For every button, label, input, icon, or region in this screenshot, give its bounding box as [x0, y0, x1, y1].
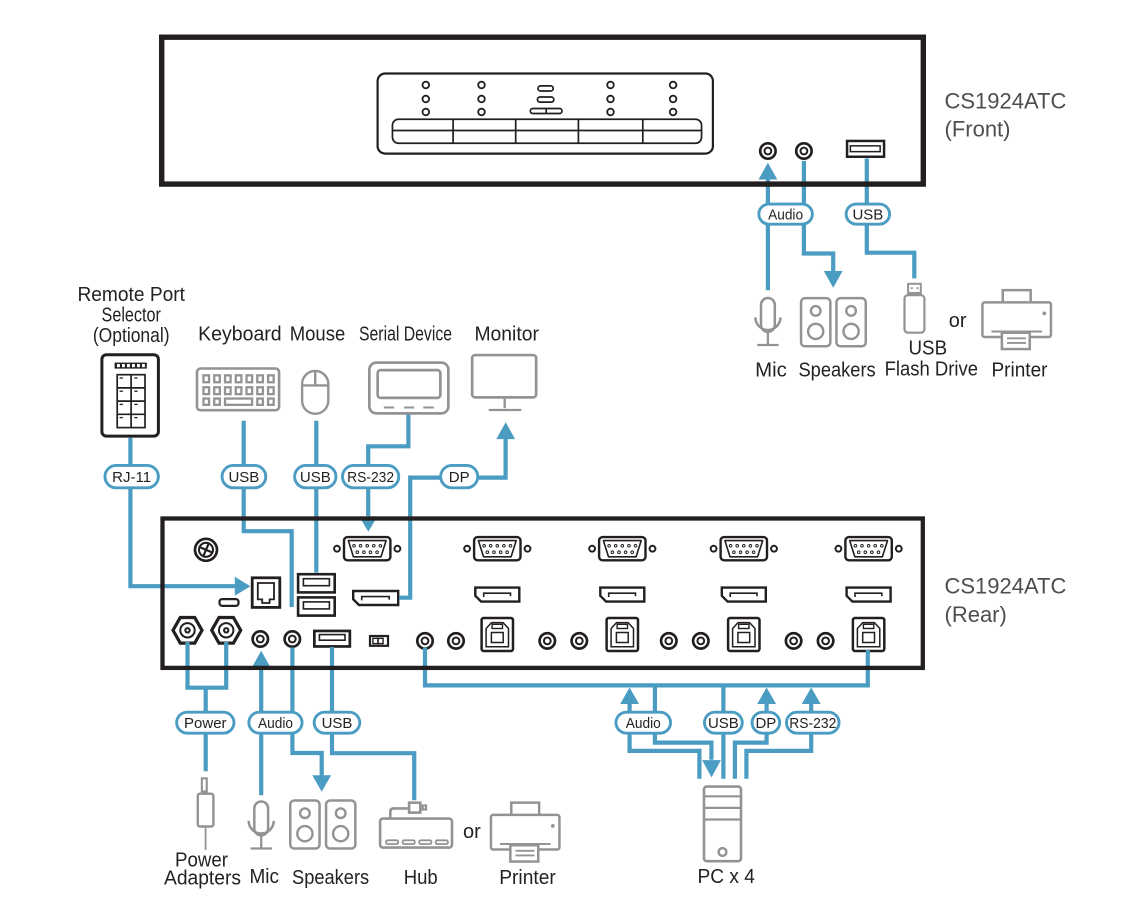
svg-text:(Front): (Front): [945, 117, 1011, 142]
svg-text:Serial Device: Serial Device: [359, 324, 452, 346]
svg-text:or: or: [949, 310, 967, 332]
svg-text:Audio: Audio: [626, 715, 661, 732]
svg-text:DP: DP: [755, 715, 776, 732]
svg-text:USB: USB: [322, 715, 353, 732]
svg-text:Audio: Audio: [768, 206, 803, 223]
svg-text:Power: Power: [175, 849, 228, 871]
svg-text:Speakers: Speakers: [799, 360, 876, 382]
svg-text:Remote Port: Remote Port: [77, 284, 185, 306]
svg-text:Audio: Audio: [258, 715, 293, 732]
svg-text:Printer: Printer: [499, 867, 556, 889]
svg-text:RS-232: RS-232: [789, 715, 836, 732]
svg-text:or: or: [463, 821, 481, 843]
svg-text:CS1924ATC: CS1924ATC: [945, 574, 1067, 599]
svg-text:Mouse: Mouse: [290, 324, 346, 346]
svg-text:USB: USB: [909, 337, 948, 359]
svg-text:DP: DP: [449, 469, 470, 486]
svg-text:RJ-11: RJ-11: [112, 469, 151, 486]
svg-text:Power: Power: [184, 715, 227, 732]
svg-text:Hub: Hub: [404, 867, 438, 889]
svg-text:RS-232: RS-232: [347, 469, 394, 486]
svg-text:Printer: Printer: [992, 360, 1048, 382]
svg-text:USB: USB: [228, 469, 259, 486]
svg-text:Selector: Selector: [102, 304, 162, 326]
svg-text:Monitor: Monitor: [474, 324, 539, 346]
svg-text:Keyboard: Keyboard: [198, 324, 282, 346]
svg-text:USB: USB: [852, 206, 883, 223]
svg-text:Speakers: Speakers: [292, 867, 369, 889]
svg-text:USB: USB: [300, 469, 331, 486]
svg-text:(Optional): (Optional): [93, 325, 170, 347]
svg-text:Adapters: Adapters: [164, 868, 241, 890]
svg-text:CS1924ATC: CS1924ATC: [945, 88, 1067, 113]
svg-text:(Rear): (Rear): [945, 602, 1007, 627]
svg-text:USB: USB: [708, 715, 739, 732]
svg-text:PC x 4: PC x 4: [698, 866, 755, 888]
svg-text:Mic: Mic: [755, 360, 787, 382]
svg-text:Mic: Mic: [249, 866, 279, 888]
svg-text:Flash Drive: Flash Drive: [885, 358, 978, 380]
